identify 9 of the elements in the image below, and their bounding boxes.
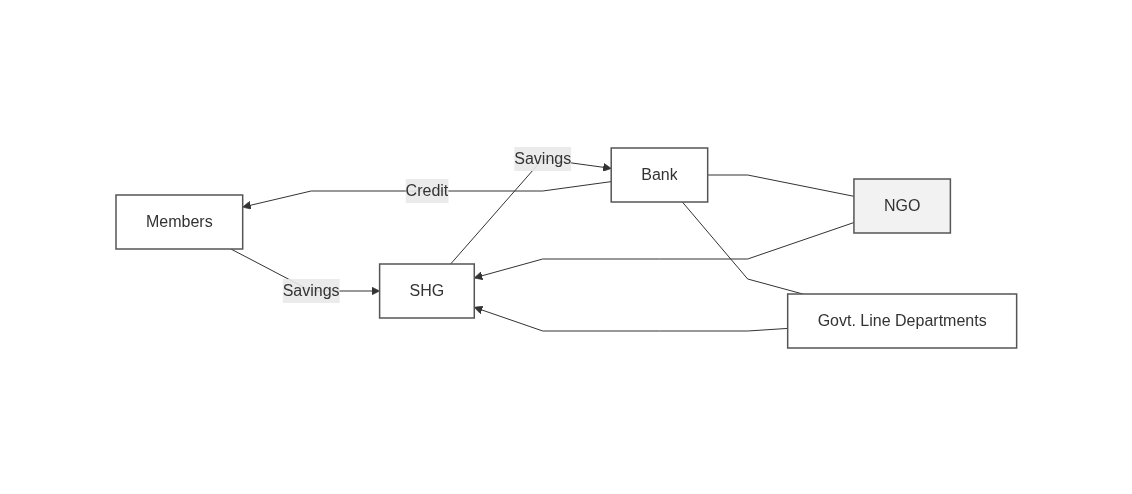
edge-label: Savings: [513, 149, 571, 167]
edge-label: Savings: [282, 281, 340, 299]
node-box: Govt. Line Departments: [786, 292, 1018, 349]
node-box: NGO: [852, 177, 951, 234]
node-box: Bank: [610, 146, 709, 203]
edge-label: Credit: [405, 181, 448, 199]
arrow: [473, 305, 788, 331]
node-box: SHG: [378, 262, 475, 319]
node-box: Members: [114, 193, 244, 250]
